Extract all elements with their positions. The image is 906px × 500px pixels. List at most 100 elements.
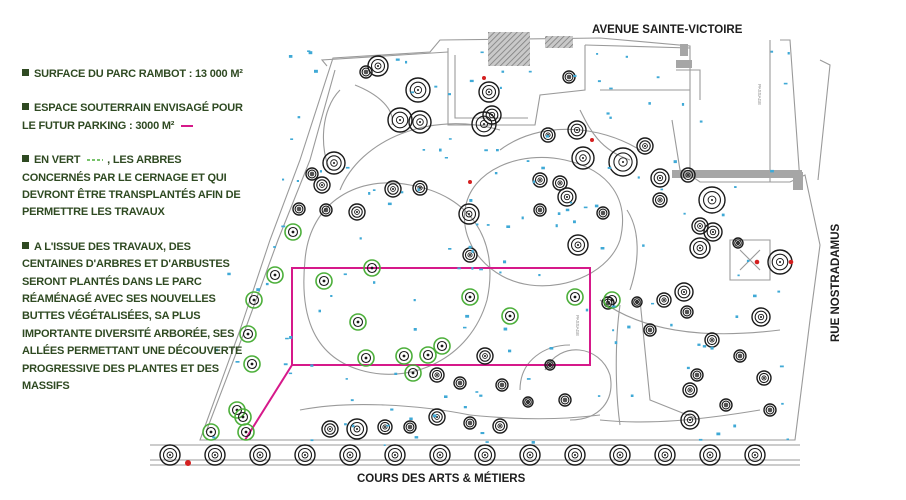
tree-canopy-icon [462, 247, 478, 263]
red-marker [788, 259, 794, 265]
street-label-east: RUE NOSTRADAMUS [830, 223, 842, 342]
tree-canopy-icon [703, 222, 723, 242]
tree-canopy-icon [609, 444, 631, 466]
water-point [288, 372, 293, 375]
transplant-tree-icon [419, 346, 437, 364]
red-markers [185, 76, 794, 466]
water-point [343, 273, 347, 276]
transplant-tree-icon [239, 325, 257, 343]
water-point [770, 169, 774, 173]
tree-canopy-icon [428, 408, 446, 426]
svg-text:PASSAGE: PASSAGE [757, 84, 762, 105]
tree-canopy-icon [478, 81, 500, 103]
red-marker [590, 138, 594, 142]
trees-layer [159, 55, 793, 466]
tree-canopy-icon [492, 418, 508, 434]
water-point [555, 224, 558, 228]
red-marker [468, 180, 472, 184]
water-point [227, 272, 231, 276]
water-point [368, 192, 371, 195]
legend-item-parking: ESPACE SOUTERRAIN ENVISAGÉ POUR LE FUTUR… [22, 100, 244, 135]
tree-canopy-icon [249, 444, 271, 466]
svg-text:PASSAGE: PASSAGE [575, 315, 580, 336]
water-point [282, 178, 285, 181]
water-point [480, 432, 485, 435]
transplant-tree-icon [357, 349, 375, 367]
water-point [532, 180, 536, 184]
water-point [409, 417, 413, 420]
tree-canopy-icon [763, 403, 777, 417]
tree-canopy-icon [429, 444, 451, 466]
red-marker [185, 460, 191, 466]
tree-canopy-icon [751, 307, 771, 327]
water-point [716, 432, 721, 436]
tree-canopy-icon [482, 105, 502, 125]
tree-canopy-icon [463, 416, 477, 430]
water-point [699, 120, 703, 123]
tree-canopy-icon [643, 323, 657, 337]
legend-item-surface: SURFACE DU PARC RAMBOT : 13 000 m² [22, 66, 244, 83]
water-point [570, 201, 573, 204]
red-marker [754, 259, 760, 265]
tree-canopy-icon [384, 444, 406, 466]
water-point [545, 135, 550, 138]
water-point [521, 216, 524, 220]
tree-canopy-icon [680, 167, 696, 183]
water-point [387, 202, 392, 206]
water-point [611, 305, 616, 308]
tree-canopy-icon [732, 237, 744, 249]
transplant-tree-icon [284, 223, 302, 241]
tree-canopy-icon [608, 147, 638, 177]
tree-canopy-icon [564, 444, 586, 466]
water-point [746, 259, 750, 262]
tree-canopy-icon [558, 393, 572, 407]
magenta-line-icon [181, 124, 194, 127]
water-point [606, 112, 610, 115]
building-hatch [676, 60, 692, 68]
water-point [549, 347, 554, 350]
tree-canopy-icon [384, 180, 402, 198]
water-point [475, 223, 479, 226]
street-label-north: AVENUE SAINTE-VICTOIRE [592, 24, 743, 36]
tree-canopy-icon [346, 418, 368, 440]
tree-canopy-icon [680, 410, 700, 430]
tree-canopy-icon [522, 396, 534, 408]
water-point [410, 91, 414, 94]
water-point [721, 213, 725, 217]
water-point [319, 170, 322, 173]
transplant-tree-icon [395, 347, 413, 365]
water-point [289, 336, 293, 339]
tree-canopy-icon [557, 187, 577, 207]
tree-canopy-icon [690, 368, 704, 382]
water-point [607, 166, 612, 169]
legend-panel: SURFACE DU PARC RAMBOT : 13 000 m² ESPAC… [22, 66, 244, 413]
water-point [770, 50, 774, 53]
water-point [625, 55, 628, 58]
tree-canopy-icon [359, 65, 373, 79]
square-bullet-icon [22, 241, 29, 249]
tree-canopy-icon [552, 175, 568, 191]
legend-item-green-trees: EN VERT , LES ARBRES CONCERNÉS PAR LE CE… [22, 152, 244, 222]
water-point [627, 325, 631, 329]
water-point [344, 423, 347, 426]
water-point [373, 281, 376, 284]
water-point [297, 116, 301, 119]
green-dashed-line-icon [87, 159, 104, 162]
water-point [235, 361, 240, 363]
red-marker [482, 76, 486, 80]
water-point [413, 328, 417, 331]
tree-canopy-icon [474, 444, 496, 466]
water-point [215, 348, 218, 352]
tree-canopy-icon [733, 349, 747, 363]
water-point [314, 69, 318, 73]
tree-canopy-icon [159, 444, 181, 466]
legend-item-after-works: A L'ISSUE DES TRAVAUX, DES CENTAINES D'A… [22, 239, 244, 396]
transplant-trees-layer [202, 223, 621, 441]
water-point [783, 82, 788, 85]
water-point [583, 206, 588, 209]
water-point [413, 299, 416, 302]
water-point [345, 166, 350, 169]
tree-canopy-icon [204, 444, 226, 466]
tree-canopy-icon [319, 203, 333, 217]
water-point [463, 326, 467, 329]
